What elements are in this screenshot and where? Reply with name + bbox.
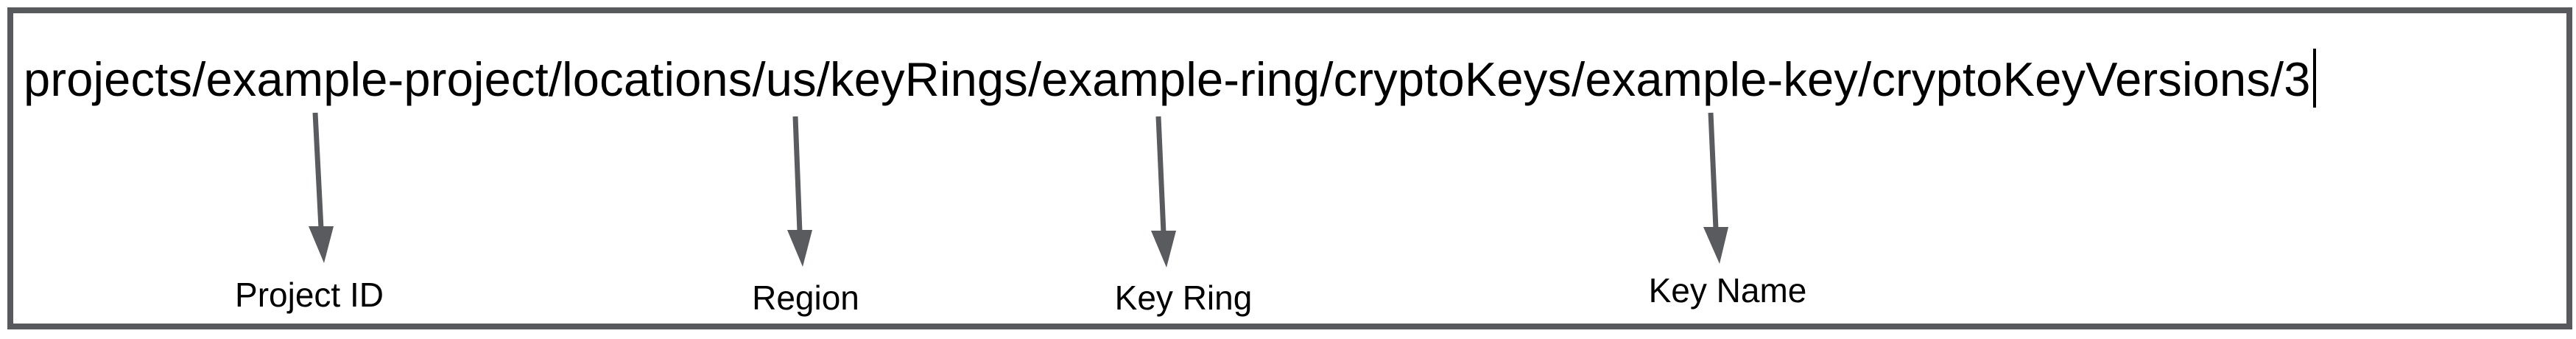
label-region: Region — [752, 279, 859, 317]
resource-path-text: projects/example-project/locations/us/ke… — [24, 52, 2311, 106]
resource-path-field[interactable]: projects/example-project/locations/us/ke… — [24, 49, 2316, 108]
resource-path-box — [7, 7, 2572, 329]
label-key-name: Key Name — [1648, 271, 1807, 310]
label-key-ring: Key Ring — [1114, 279, 1253, 317]
label-project-id: Project ID — [235, 276, 384, 314]
text-cursor — [2312, 49, 2316, 108]
